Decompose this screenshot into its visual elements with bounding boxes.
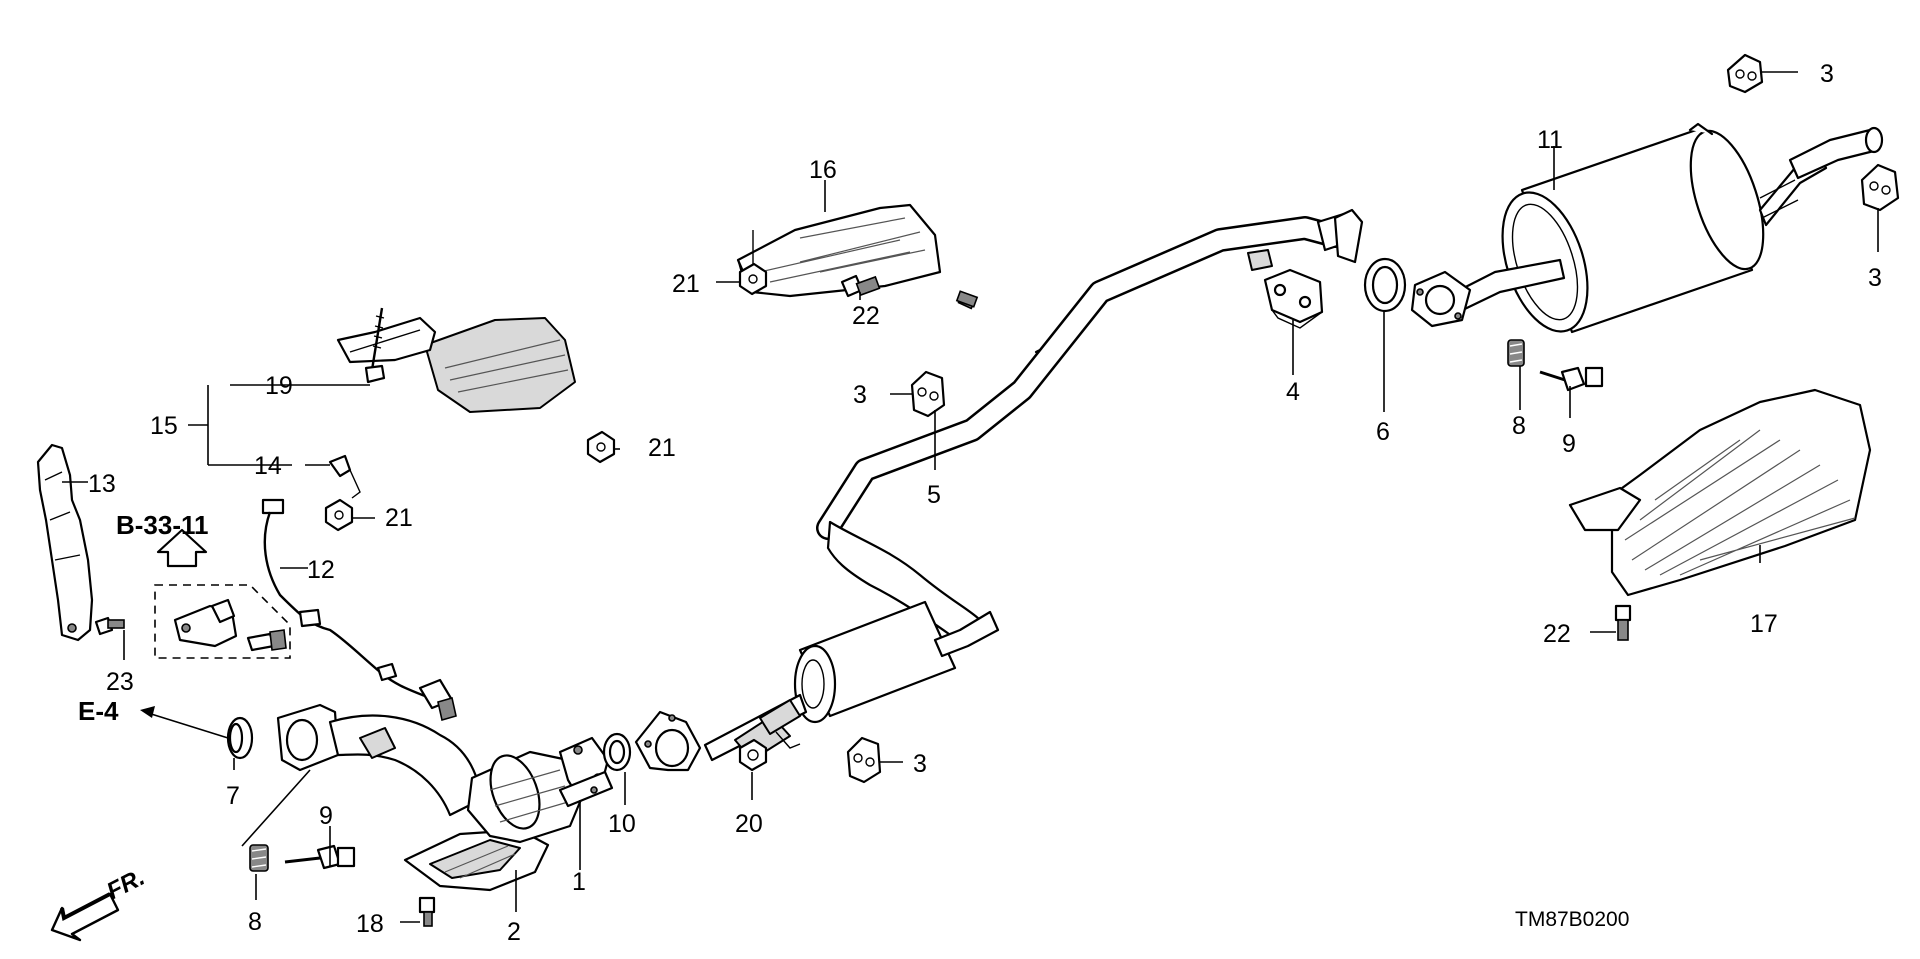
nut-21-upper — [738, 230, 768, 296]
diagram-code: TM87B0200 — [1515, 908, 1629, 931]
reference-upper: B-33-11 — [116, 510, 209, 540]
bolt-9-rear — [1539, 366, 1604, 392]
resonator — [703, 600, 1000, 762]
callout-21: 21 — [385, 504, 413, 532]
callout-22: 22 — [852, 302, 880, 330]
heat-shield-16 — [736, 203, 942, 298]
bolt-9-front — [284, 844, 356, 870]
callout-1: 1 — [572, 868, 586, 896]
callout-2: 2 — [507, 918, 521, 946]
front-pipe-converter — [276, 703, 614, 844]
inset-bracket — [154, 584, 291, 659]
bolt-23 — [94, 616, 125, 636]
callout-6: 6 — [1376, 418, 1390, 446]
callout-11: 11 — [1537, 126, 1563, 154]
leader-lines — [62, 71, 1879, 923]
rubber-hanger-3-lower — [846, 736, 882, 784]
spring-8-rear — [1507, 339, 1525, 367]
callout-23: 23 — [106, 668, 134, 696]
pipe-front-flange — [634, 710, 702, 772]
reference-arrow-up — [156, 528, 208, 568]
stud — [955, 290, 979, 308]
callout-12: 12 — [307, 556, 335, 584]
nut-21-right — [586, 430, 616, 464]
heat-shield-2 — [403, 828, 550, 892]
callout-9: 9 — [319, 802, 333, 830]
callout-4: 4 — [1286, 378, 1300, 406]
oxygen-sensor-12 — [261, 498, 457, 722]
callout-3: 3 — [913, 750, 927, 778]
mounting-rubber-4 — [1263, 268, 1324, 329]
callout-labels: 3 3 3 3 4 5 6 8 9 11 16 21 22 17 22 19 1… — [88, 60, 1882, 946]
heat-shield-17 — [1568, 388, 1872, 597]
callout-8: 8 — [1512, 412, 1526, 440]
callout-21: 21 — [672, 270, 700, 298]
reference-left: E-4 — [78, 696, 119, 726]
gasket-ring-7 — [226, 716, 254, 760]
callout-9: 9 — [1562, 430, 1576, 458]
front-direction-arrow — [50, 892, 120, 942]
callout-13: 13 — [88, 470, 116, 498]
nut-20 — [738, 738, 768, 772]
rubber-hanger-3-center — [910, 370, 946, 418]
rear-muffler — [1410, 122, 1884, 334]
callout-18: 18 — [356, 910, 384, 938]
callout-20: 20 — [735, 810, 763, 838]
reference-arrow-e4 — [140, 706, 229, 739]
callout-21: 21 — [648, 434, 676, 462]
clip-14 — [328, 454, 361, 499]
spring-8-front — [249, 844, 269, 872]
heat-shield-15 — [336, 316, 576, 413]
nut-21-lower — [324, 498, 354, 532]
bolt-19 — [364, 307, 386, 384]
callout-16: 16 — [809, 156, 837, 184]
bolt-22-upper — [840, 274, 881, 298]
callout-22: 22 — [1543, 620, 1571, 648]
callout-14: 14 — [254, 452, 282, 480]
gasket-ring-10 — [602, 732, 632, 772]
callout-5: 5 — [927, 481, 941, 509]
callout-3: 3 — [853, 381, 867, 409]
callout-7: 7 — [226, 782, 240, 810]
rubber-hanger-3-right — [1860, 163, 1900, 212]
bracket-13 — [36, 443, 94, 642]
callout-17: 17 — [1750, 610, 1778, 638]
bolt-22-lower — [1614, 604, 1632, 641]
gasket-ring-6 — [1363, 257, 1407, 313]
callout-15: 15 — [150, 412, 178, 440]
callout-3: 3 — [1820, 60, 1834, 88]
rubber-hanger-3-top — [1726, 53, 1764, 94]
callout-19: 19 — [265, 372, 293, 400]
bolt-18 — [418, 896, 436, 927]
callout-8: 8 — [248, 908, 262, 936]
callout-10: 10 — [608, 810, 636, 838]
callout-3: 3 — [1868, 264, 1882, 292]
